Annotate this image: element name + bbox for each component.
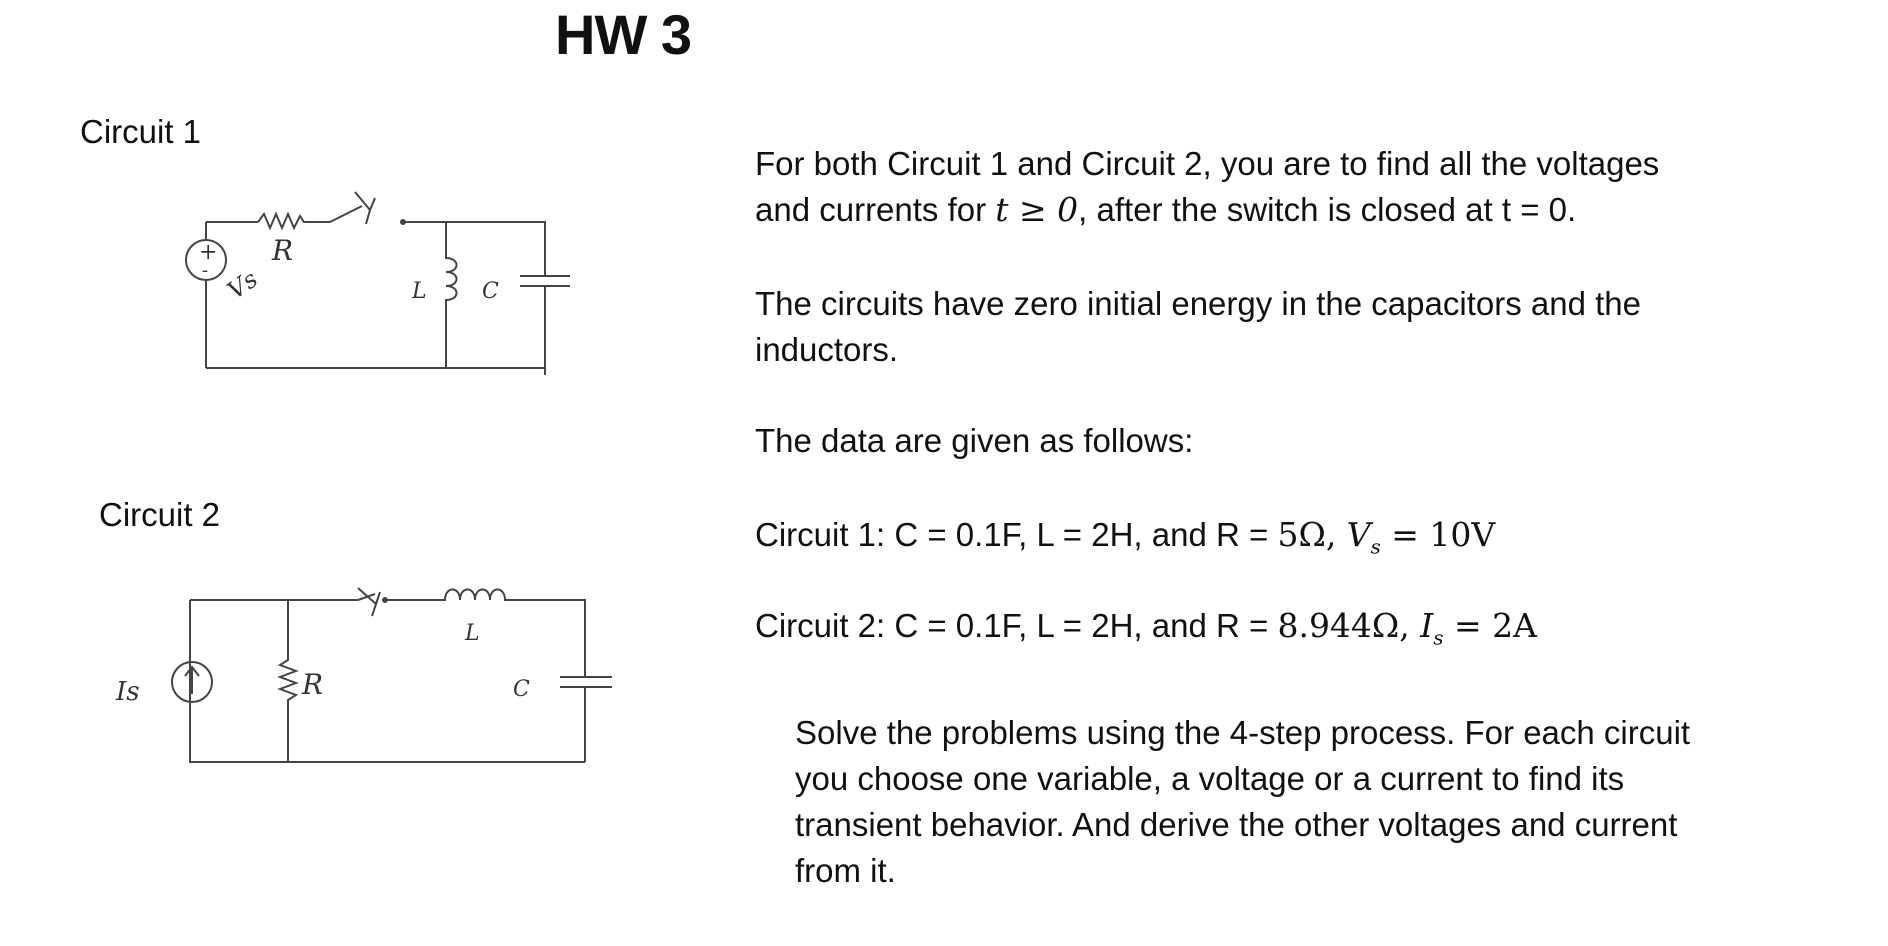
c1-label-r: R xyxy=(271,234,293,267)
c1-plus-sign: + xyxy=(199,240,217,265)
data2-sep: , xyxy=(1399,606,1421,645)
c1-label-vs: Vs xyxy=(222,265,262,305)
c1-voltage-source xyxy=(185,239,227,281)
c2-label-c: C xyxy=(513,677,530,702)
c1-label-c: C xyxy=(482,279,499,304)
c1-minus-sign: - xyxy=(202,260,208,281)
c2-current-arrow xyxy=(184,665,200,694)
c1-label-l: L xyxy=(411,279,427,304)
data1-var: V xyxy=(1346,515,1371,554)
p1-line-1: For both Circuit 1 and Circuit 2, you ar… xyxy=(755,145,1660,182)
c2-inductor xyxy=(385,588,586,677)
circuit-2-label: Circuit 2 xyxy=(99,496,221,533)
data2-r: 8.944Ω xyxy=(1277,606,1400,645)
data2-var: I xyxy=(1420,606,1434,645)
p4-line-2: you choose one variable, a voltage or a … xyxy=(795,760,1625,797)
instructions-paragraph-1: For both Circuit 1 and Circuit 2, you ar… xyxy=(755,141,1659,233)
c1-top-wire-right xyxy=(403,221,546,276)
data1-val: = 10V xyxy=(1380,515,1496,554)
p2-line-1: The circuits have zero initial energy in… xyxy=(755,285,1641,322)
circuit-1-data: Circuit 1: C = 0.1F, L = 2H, and R = 5Ω,… xyxy=(755,512,1495,571)
c1-capacitor xyxy=(520,275,570,375)
data2-val: = 2A xyxy=(1443,606,1537,645)
c1-switch xyxy=(329,191,403,225)
p1-math: t ≥ 0 xyxy=(995,190,1079,229)
c2-current-source xyxy=(171,661,213,703)
p4-line-1: Solve the problems using the 4-step proc… xyxy=(795,714,1691,751)
circuit-2-data: Circuit 2: C = 0.1F, L = 2H, and R = 8.9… xyxy=(755,603,1537,662)
instructions-paragraph-4: Solve the problems using the 4-step proc… xyxy=(795,710,1690,894)
c2-switch xyxy=(357,587,381,617)
circuit-1-label: Circuit 1 xyxy=(80,113,202,150)
c2-bottom-wire xyxy=(189,732,585,763)
c2-label-l: L xyxy=(464,621,480,646)
p1-line-2: and currents for t ≥ 0, after the switch… xyxy=(755,187,1659,233)
data2-sub: s xyxy=(1433,626,1444,650)
data1-pre: Circuit 1: C = 0.1F, L = 2H, and R = xyxy=(755,516,1278,553)
data1-sub: s xyxy=(1370,535,1381,559)
p2-line-2: inductors. xyxy=(755,331,899,368)
circuit-2-diagram: Is R L C xyxy=(115,587,612,763)
instructions-paragraph-3: The data are given as follows: xyxy=(755,422,1194,459)
c1-resistor xyxy=(257,211,330,231)
c2-capacitor xyxy=(560,676,612,762)
c1-inductor xyxy=(445,222,458,368)
instructions-paragraph-2: The circuits have zero initial energy in… xyxy=(755,281,1641,373)
p1-line-2-post: , after the switch is closed at t = 0. xyxy=(1078,191,1577,228)
c2-resistor xyxy=(277,600,299,762)
page-title: HW 3 xyxy=(555,3,692,66)
data1-sep: , xyxy=(1325,515,1347,554)
data1-r: 5Ω xyxy=(1277,515,1326,554)
data2-pre: Circuit 2: C = 0.1F, L = 2H, and R = xyxy=(755,607,1278,644)
p1-line-2-pre: and currents for xyxy=(755,191,996,228)
circuit-1-diagram: + - R Vs L C xyxy=(185,191,570,375)
c2-label-is: Is xyxy=(115,677,140,707)
p4-line-4: from it. xyxy=(795,852,896,889)
c2-label-r: R xyxy=(301,668,323,701)
p4-line-3: transient behavior. And derive the other… xyxy=(795,806,1678,843)
